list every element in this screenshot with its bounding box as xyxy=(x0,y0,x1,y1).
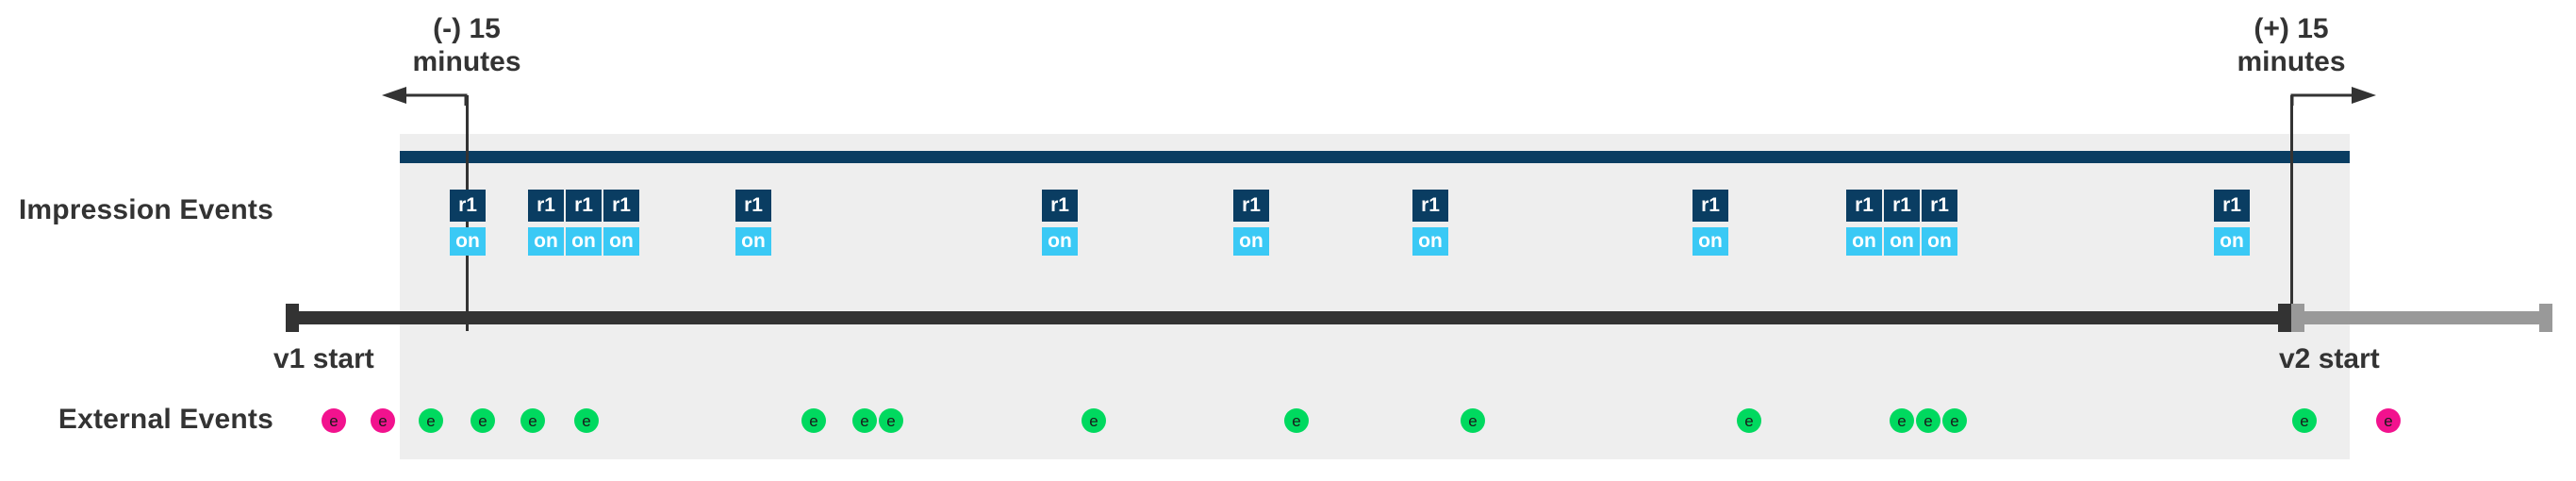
impression-event[interactable]: r1 on xyxy=(1884,190,1920,256)
external-event-dot-in[interactable]: e xyxy=(1916,408,1940,433)
external-events-row-label: External Events xyxy=(58,404,273,435)
external-event-dot-in[interactable]: e xyxy=(1890,408,1914,433)
external-event-dot-in[interactable]: e xyxy=(801,408,826,433)
external-event-dot-in[interactable]: e xyxy=(419,408,443,433)
impression-rule-badge: r1 xyxy=(1846,190,1882,222)
timeline-v2-shaft xyxy=(2291,311,2552,324)
impression-state-badge: on xyxy=(1846,227,1882,256)
impression-rule-badge: r1 xyxy=(450,190,486,222)
external-event-dot-in[interactable]: e xyxy=(574,408,599,433)
callout-arrow-right xyxy=(2290,87,2376,106)
impression-event[interactable]: r1 on xyxy=(735,190,771,256)
impression-rule-badge: r1 xyxy=(735,190,771,222)
impression-event[interactable]: r1 on xyxy=(1233,190,1269,256)
impression-rule-badge: r1 xyxy=(1884,190,1920,222)
impression-state-badge: on xyxy=(1412,227,1448,256)
impression-event[interactable]: r1 on xyxy=(2214,190,2250,256)
impression-state-badge: on xyxy=(2214,227,2250,256)
external-event-dot-in[interactable]: e xyxy=(1942,408,1967,433)
external-event-dot-in[interactable]: e xyxy=(520,408,545,433)
version-bar xyxy=(400,151,2350,163)
external-event-dot-out[interactable]: e xyxy=(2376,408,2401,433)
impression-state-badge: on xyxy=(1884,227,1920,256)
timeline-v1-active xyxy=(286,304,2291,332)
external-event-dot-in[interactable]: e xyxy=(1082,408,1106,433)
timeline-v1-shaft xyxy=(286,311,2291,324)
timeline-v1-start-cap xyxy=(286,304,299,332)
impression-events-row-label: Impression Events xyxy=(18,194,273,225)
external-event-dot-in[interactable]: e xyxy=(471,408,495,433)
marker-label-v1: v1 start xyxy=(273,343,374,374)
impression-state-badge: on xyxy=(566,227,602,256)
impression-state-badge: on xyxy=(1233,227,1269,256)
impression-rule-badge: r1 xyxy=(1042,190,1078,222)
impression-state-badge: on xyxy=(735,227,771,256)
impression-event[interactable]: r1 on xyxy=(1922,190,1957,256)
external-event-dot-in[interactable]: e xyxy=(879,408,903,433)
external-event-dot-out[interactable]: e xyxy=(322,408,346,433)
callout-line2-left: minutes xyxy=(412,45,521,77)
impression-state-badge: on xyxy=(528,227,564,256)
impression-event[interactable]: r1 on xyxy=(1693,190,1728,256)
marker-label-v2: v2 start xyxy=(2279,343,2380,374)
impression-rule-badge: r1 xyxy=(528,190,564,222)
impression-rule-badge: r1 xyxy=(2214,190,2250,222)
callout-line1-right: (+) 15 xyxy=(2254,13,2329,44)
guide-line-right xyxy=(2290,95,2293,318)
callout-line2-right: minutes xyxy=(2237,45,2346,77)
impression-event[interactable]: r1 on xyxy=(603,190,639,256)
impression-rule-badge: r1 xyxy=(1412,190,1448,222)
impression-rule-badge: r1 xyxy=(1922,190,1957,222)
impression-rule-badge: r1 xyxy=(566,190,602,222)
external-event-dot-out[interactable]: e xyxy=(371,408,395,433)
attribution-window-panel xyxy=(400,134,2350,459)
impression-event[interactable]: r1 on xyxy=(1846,190,1882,256)
timeline-v2-start-cap xyxy=(2291,304,2304,332)
impression-event[interactable]: r1 on xyxy=(1412,190,1448,256)
impression-event[interactable]: r1 on xyxy=(528,190,564,256)
impression-event[interactable]: r1 on xyxy=(450,190,486,256)
timeline-v2-inactive xyxy=(2291,304,2552,332)
callout-line1-left: (-) 15 xyxy=(433,13,501,44)
impression-state-badge: on xyxy=(1042,227,1078,256)
impression-state-badge: on xyxy=(1693,227,1728,256)
external-event-dot-in[interactable]: e xyxy=(1461,408,1485,433)
impression-state-badge: on xyxy=(1922,227,1957,256)
impression-state-badge: on xyxy=(603,227,639,256)
timeline-v2-end-cap xyxy=(2539,304,2552,332)
external-event-dot-in[interactable]: e xyxy=(1284,408,1309,433)
impression-state-badge: on xyxy=(450,227,486,256)
impression-rule-badge: r1 xyxy=(1233,190,1269,222)
external-event-dot-in[interactable]: e xyxy=(1737,408,1761,433)
external-event-dot-in[interactable]: e xyxy=(2292,408,2317,433)
impression-event[interactable]: r1 on xyxy=(1042,190,1078,256)
external-event-dot-in[interactable]: e xyxy=(852,408,877,433)
timeline-v1-end-cap xyxy=(2278,304,2291,332)
impression-rule-badge: r1 xyxy=(603,190,639,222)
impression-event[interactable]: r1 on xyxy=(566,190,602,256)
callout-arrow-left xyxy=(382,87,468,106)
impression-rule-badge: r1 xyxy=(1693,190,1728,222)
